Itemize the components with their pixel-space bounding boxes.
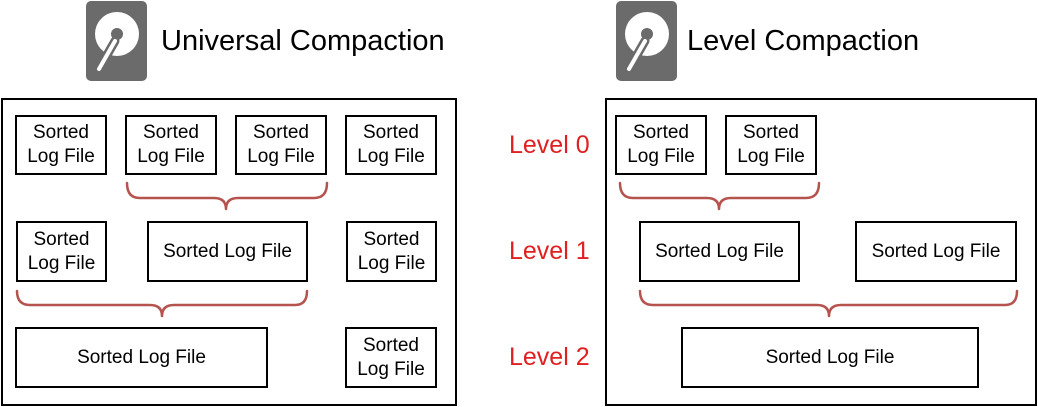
level-compaction-title: Level Compaction <box>687 25 920 57</box>
universal-l0-file-3: Sorted Log File <box>235 115 327 175</box>
universal-l2-file-1: Sorted Log File <box>15 327 268 388</box>
level-l0-file-1: Sorted Log File <box>615 115 707 175</box>
level-0-label: Level 0 <box>509 131 590 159</box>
level-1-label: Level 1 <box>509 237 590 265</box>
universal-l1-file-3: Sorted Log File <box>346 221 437 282</box>
universal-l1-file-2: Sorted Log File <box>147 221 308 282</box>
level-l1-file-1: Sorted Log File <box>639 221 800 282</box>
level-l0-file-2: Sorted Log File <box>725 115 817 175</box>
universal-l2-file-2: Sorted Log File <box>345 327 437 388</box>
level-2-label: Level 2 <box>509 343 590 371</box>
universal-l1-file-1: Sorted Log File <box>16 221 107 282</box>
universal-l0-file-1: Sorted Log File <box>15 115 107 175</box>
level-l1-file-2: Sorted Log File <box>855 221 1017 282</box>
hard-disk-icon <box>616 1 677 81</box>
hard-disk-icon <box>86 1 147 81</box>
universal-compaction-title: Universal Compaction <box>161 25 445 57</box>
level-l2-file-1: Sorted Log File <box>681 327 979 388</box>
universal-l0-file-2: Sorted Log File <box>125 115 217 175</box>
universal-l0-file-4: Sorted Log File <box>345 115 437 175</box>
